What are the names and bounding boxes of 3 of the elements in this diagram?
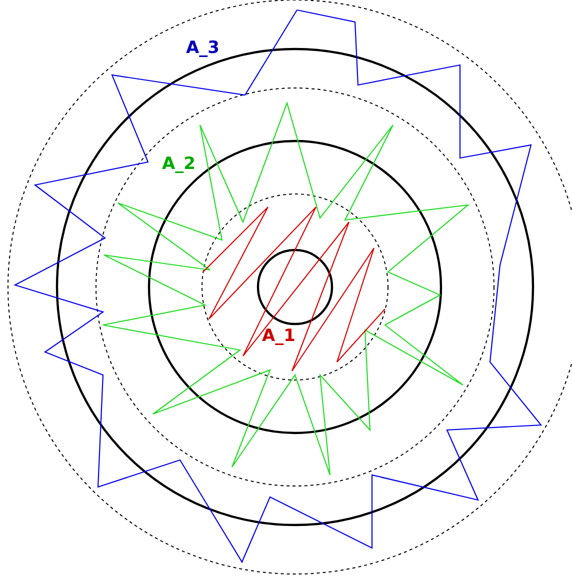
region-label: A_3: [186, 40, 220, 57]
region-label: A_2: [162, 156, 196, 173]
region-label: A_1: [262, 328, 296, 345]
